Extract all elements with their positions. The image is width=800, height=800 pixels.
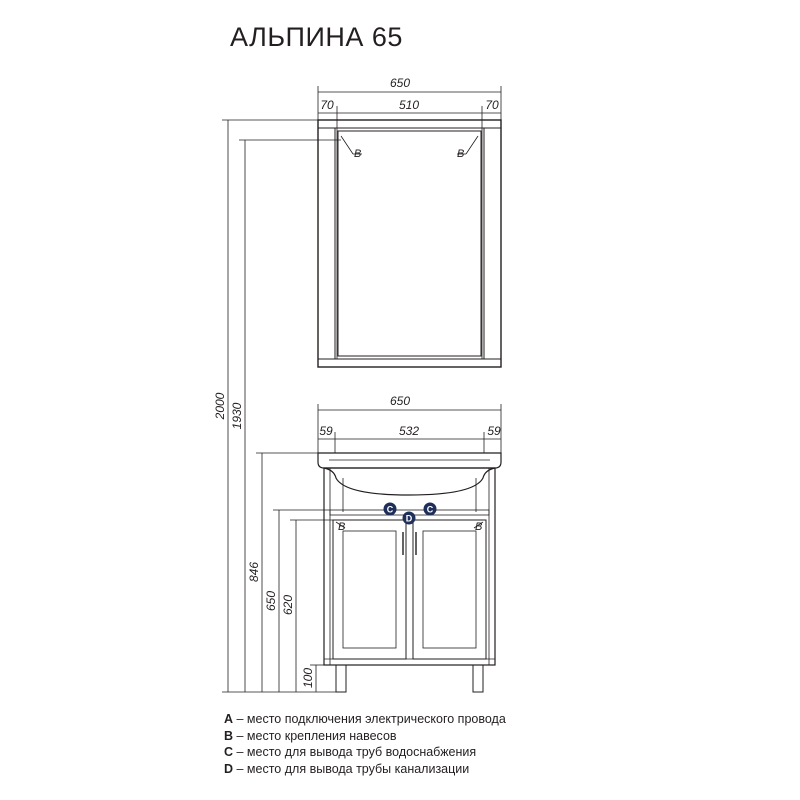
mirror — [317, 119, 502, 368]
legend-letter-b: B — [224, 728, 234, 743]
legend-letter-d: D — [224, 761, 234, 776]
legend-item-c: C – место для вывода труб водоснабжения — [224, 744, 506, 761]
legend: A – место подключения электрического про… — [224, 711, 506, 777]
connection-marker-c-left-text: C — [387, 505, 394, 515]
legend-item-b: B – место крепления навесов — [224, 728, 506, 745]
connection-marker-c-right-text: C — [427, 505, 434, 515]
mirror-mount-right-mark: B — [457, 148, 464, 160]
legend-item-d: D – место для вывода трубы канализации — [224, 761, 506, 778]
mirror-frame-right-label: 70 — [485, 98, 499, 112]
cabinet-width-label: 650 — [390, 394, 410, 408]
legend-item-a: A – место подключения электрического про… — [224, 711, 506, 728]
height-620-label: 620 — [281, 595, 295, 615]
legend-text-d: – место для вывода трубы канализации — [233, 761, 470, 776]
connection-marker-c-right: C — [423, 502, 437, 516]
height-100-label: 100 — [301, 668, 315, 688]
legend-text-a: – место подключения электрического прово… — [233, 712, 506, 726]
connection-marker-c-left: C — [383, 502, 397, 516]
legend-letter-a: A — [224, 712, 234, 726]
mirror-width-label: 650 — [390, 76, 410, 90]
height-1930-label: 1930 — [230, 402, 244, 429]
mirror-mount-left-mark: B — [354, 148, 361, 160]
legend-letter-c: C — [224, 745, 234, 759]
height-846-label: 846 — [247, 562, 261, 582]
legend-text-b: – место крепления навесов — [233, 728, 397, 743]
vanity-cabinet — [317, 452, 502, 693]
height-2000-label: 2000 — [213, 392, 227, 420]
cabinet-mount-left-mark: B — [338, 521, 345, 533]
cabinet-mount-right-mark: B — [475, 521, 482, 533]
mirror-inner-label: 510 — [399, 98, 419, 112]
mirror-frame-left-label: 70 — [320, 98, 334, 112]
connection-marker-d-text: D — [406, 514, 413, 524]
connection-marker-d: D — [402, 511, 416, 525]
height-650-label: 650 — [264, 591, 278, 611]
legend-text-c: – место для вывода труб водоснабжения — [233, 745, 477, 759]
cabinet-inner-label: 532 — [399, 424, 419, 438]
cabinet-side-left-label: 59 — [319, 424, 333, 438]
drawing-title: АЛЬПИНА 65 — [230, 22, 403, 52]
cabinet-side-right-label: 59 — [487, 424, 501, 438]
